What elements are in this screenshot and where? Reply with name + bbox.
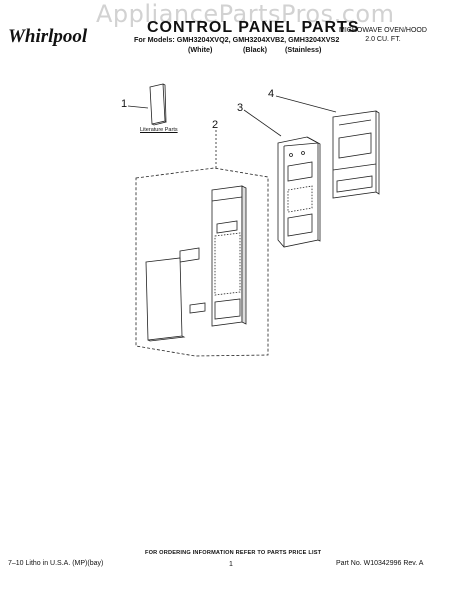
- keypad-overlay: [145, 257, 186, 342]
- panel-spacer: [189, 302, 206, 314]
- page-number: 1: [229, 561, 233, 568]
- callout-3: 3: [237, 102, 244, 114]
- litho-note: 7–10 Litho in U.S.A. (MP)(bay): [8, 560, 104, 567]
- part-number: Part No. W10342996 Rev. A: [336, 560, 424, 567]
- literature-parts-label: Literature Parts: [140, 127, 178, 133]
- watermark-text: AppliancePartsPros.com: [96, 0, 395, 28]
- callout-1: 1: [121, 98, 128, 110]
- product-description: MICROWAVE OVEN/HOOD 2.0 CU. FT.: [339, 26, 427, 44]
- variant-white: (White): [188, 45, 213, 54]
- literature-booklet: [149, 83, 167, 126]
- control-bracket: [277, 136, 321, 248]
- callout-2: 2: [212, 119, 219, 131]
- variant-black: (Black): [243, 45, 267, 54]
- page-title: CONTROL PANEL PARTS: [147, 19, 360, 36]
- leader-line-1: [127, 105, 149, 109]
- product-capacity: 2.0 CU. FT.: [365, 36, 401, 43]
- brand-logo: Whirlpool: [8, 26, 88, 47]
- ordering-note: FOR ORDERING INFORMATION REFER TO PARTS …: [145, 550, 322, 556]
- mounting-bracket: [332, 110, 380, 199]
- product-type: MICROWAVE OVEN/HOOD: [339, 27, 427, 34]
- display-window: [179, 247, 200, 263]
- control-panel: [211, 185, 247, 327]
- variant-stainless: (Stainless): [285, 45, 322, 54]
- leader-line-3: [243, 109, 282, 137]
- models-line: For Models: GMH3204XVQ2, GMH3204XVB2, GM…: [134, 35, 340, 44]
- callout-4: 4: [268, 88, 275, 100]
- leader-line-4: [275, 95, 337, 113]
- assembly-box: [135, 167, 269, 357]
